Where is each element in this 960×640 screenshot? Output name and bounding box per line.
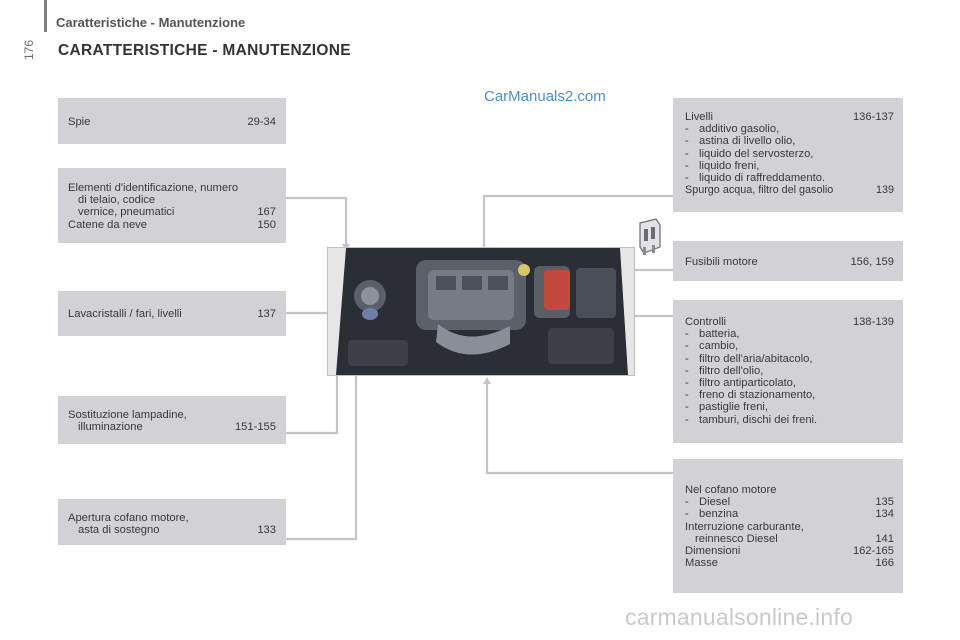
livelli-label: Livelli [685,111,713,123]
box-spie: Spie 29-34 [58,98,286,144]
box-lampadine: Sostituzione lampadine, illuminazione 151… [58,396,286,444]
controlli-item: -filtro dell'olio, [685,364,764,377]
reinnesco-label: reinnesco Diesel [695,532,778,545]
identificazione-line4-pages: 150 [257,218,276,231]
identificazione-line2: di telaio, codice [78,194,156,207]
arrow-cofano-motore [483,377,491,384]
dimensioni-pages: 162-165 [852,545,894,558]
lampadine-pages: 151-155 [234,421,276,434]
connector-cofano [286,364,470,541]
sidebar-rule [44,0,47,32]
box-identificazione: Elementi d'identificazione, numero di te… [58,168,286,243]
page-title: CARATTERISTICHE - MANUTENZIONE [58,42,351,59]
fusibili-label: Fusibili motore [685,256,758,268]
cofano-line2: asta di sostegno [78,524,160,537]
box-cofano: Apertura cofano motore, asta di sostegno… [58,499,286,545]
running-header: Caratteristiche - Manutenzione [56,15,246,30]
livelli-item: -liquido del servosterzo, [685,147,814,160]
livelli-spurgo-pages: 139 [875,184,894,197]
controlli-label: Controlli [685,316,727,328]
identificazione-line1: Elementi d'identificazione, numero [68,182,239,194]
watermark-carmanuals2: CarManuals2.com [484,88,606,105]
controlli-item: -cambio, [685,340,739,353]
engine-bay-illustration [327,247,635,376]
identificazione-line3-pages: 167 [257,206,276,219]
controlli-pages: 138-139 [852,316,894,328]
masse-label: Masse [685,557,718,570]
identificazione-line4: Catene da neve [68,218,147,231]
lampadine-line2: illuminazione [78,421,143,434]
cofano-motore-label: Nel cofano motore [685,484,777,496]
connector-cofano-motore [485,384,673,475]
lavacristalli-pages: 137 [257,308,276,320]
controlli-item: -filtro dell'aria/abitacolo, [685,352,813,365]
reinnesco-pages: 141 [875,532,894,545]
box-fusibili: Fusibili motore 156, 159 [673,241,903,281]
controlli-item: -batteria, [685,328,740,341]
lampadine-line1: Sostituzione lampadine, [68,409,187,421]
controlli-item: -filtro antiparticolato, [685,377,797,390]
livelli-pages: 136-137 [852,111,894,123]
livelli-item: -liquido di raffreddamento. [685,172,826,185]
fuse-icon [639,218,661,255]
connector-identificazione [286,196,348,244]
controlli-item: -pastiglie freni, [685,401,769,414]
box-lavacristalli: Lavacristalli / fari, livelli 137 [58,291,286,336]
watermark-carmanualsonline: carmanualsonline.info [625,604,853,630]
controlli-item: -freno di stazionamento, [685,389,816,402]
dimensioni-label: Dimensioni [685,545,741,558]
spie-label: Spie [68,116,91,128]
page-number: 176 [22,39,36,60]
livelli-item: -liquido freni, [685,159,760,172]
box-controlli: Controlli 138-139 -batteria, -cambio, -fi… [673,300,903,443]
cofano-line1: Apertura cofano motore, [68,512,189,524]
lavacristalli-label: Lavacristalli / fari, livelli [68,308,182,320]
controlli-item: -tamburi, dischi dei freni. [685,413,818,426]
livelli-item: -additivo gasolio, [685,123,780,136]
spie-pages: 29-34 [247,116,276,128]
cofano-pages: 133 [257,524,276,537]
identificazione-line3: vernice, pneumatici [78,206,175,219]
interruzione-label: Interruzione carburante, [685,520,804,533]
livelli-spurgo: Spurgo acqua, filtro del gasolio [685,184,834,197]
fusibili-pages: 156, 159 [850,256,894,268]
masse-pages: 166 [875,557,894,570]
box-livelli: Livelli 136-137 -additivo gasolio, -astin… [673,98,903,212]
engine-bay-drawing [328,248,634,375]
livelli-item: -astina di livello olio, [685,135,796,148]
